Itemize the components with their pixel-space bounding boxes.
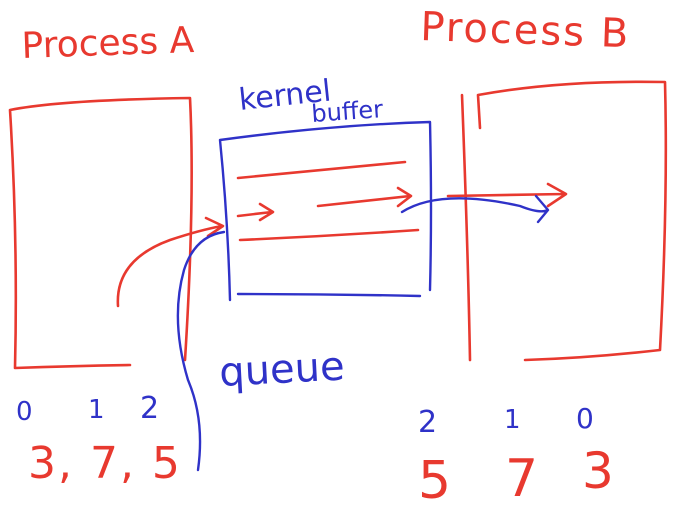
process-b-box — [476, 80, 668, 362]
process-a-index-1: 1 — [88, 395, 105, 425]
buffer-label: buffer — [310, 95, 384, 128]
process-b-index-0: 0 — [576, 402, 594, 435]
process-b-index-1: 1 — [504, 405, 521, 435]
process-a-title: Process A — [21, 20, 195, 67]
process-b-divider — [460, 93, 472, 362]
process-a-index-0: 0 — [16, 397, 33, 427]
queue-slot-line-1 — [236, 160, 407, 180]
buffer-arrow-1 — [236, 202, 275, 222]
process-b-value-3: 3 — [582, 442, 614, 500]
a-to-buffer-arrow — [116, 216, 225, 308]
process-b-title: Process B — [420, 4, 631, 57]
queue-slot-line-2 — [238, 228, 420, 242]
process-a-box — [8, 96, 193, 370]
process-a-index-2: 2 — [140, 391, 159, 426]
process-b-value-7: 7 — [505, 449, 538, 509]
buffer-arrow-2 — [316, 186, 413, 208]
process-b-arrow — [446, 182, 568, 208]
process-b-index-2: 2 — [418, 405, 437, 440]
kernel-buffer-box — [218, 120, 433, 302]
queue-label: queue — [218, 343, 346, 395]
buffer-to-b-arrow — [400, 194, 550, 224]
process-a-values: 3, 7, 5 — [28, 438, 182, 489]
process-b-value-5: 5 — [418, 451, 451, 511]
queue-pointer-curve — [176, 230, 226, 472]
